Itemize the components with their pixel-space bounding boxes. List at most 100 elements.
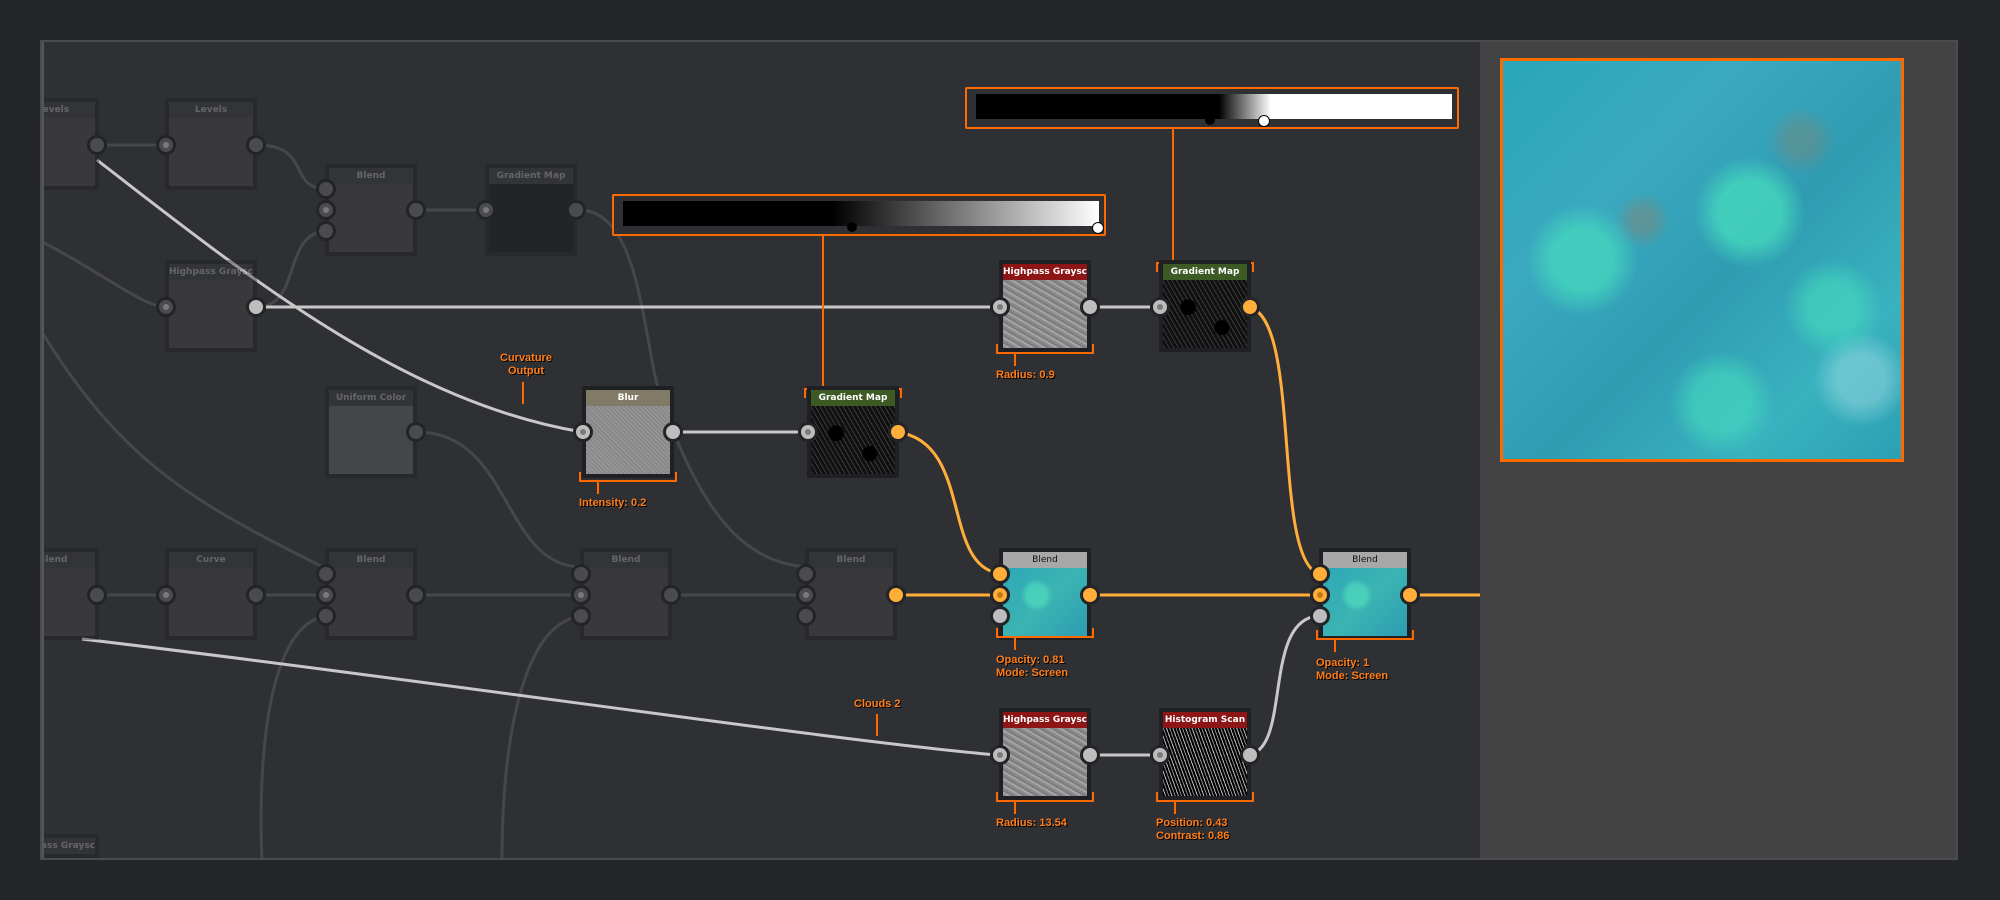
gradient-editor[interactable] [612,194,1106,236]
gradient-bar[interactable] [976,94,1452,119]
wire [259,614,328,858]
input-port[interactable] [796,585,816,605]
input-port[interactable] [990,297,1010,317]
output-port[interactable] [87,135,107,155]
wire [42,331,328,571]
node-gradient-map[interactable]: Gradient Map [807,386,899,478]
node-thumbnail [329,568,413,636]
node-thumbnail [584,568,668,636]
input-port[interactable] [316,564,336,584]
input-port[interactable] [990,564,1010,584]
node-blend[interactable]: Blend [325,548,417,640]
gradient-bar[interactable] [623,201,1099,226]
node-thumbnail [1163,728,1247,796]
input-port[interactable] [796,606,816,626]
gradient-editor[interactable] [965,87,1459,129]
node-blend[interactable]: Blend [999,548,1091,640]
output-port[interactable] [661,585,681,605]
wire [256,143,328,191]
left-edge [42,42,44,858]
input-port[interactable] [571,585,591,605]
input-port[interactable] [1150,297,1170,317]
input-port[interactable] [571,564,591,584]
node-title: Gradient Map [489,168,573,184]
node-highpass-grayscale[interactable]: Highpass Grayscale [165,260,257,352]
input-port[interactable] [990,745,1010,765]
input-port[interactable] [990,585,1010,605]
input-port[interactable] [316,585,336,605]
output-port[interactable] [1080,745,1100,765]
wire [416,430,583,569]
wire [256,229,328,309]
annotation-clouds: Clouds 2 [854,698,901,710]
highpass-params: Radius: 0.9 [996,369,1055,381]
output-port[interactable] [1240,745,1260,765]
input-port[interactable] [990,606,1010,626]
output-port[interactable] [886,585,906,605]
node-highpass-grayscale[interactable]: Highpass Grayscale [999,708,1091,800]
output-port[interactable] [888,422,908,442]
material-preview-image[interactable] [1500,58,1904,462]
gradient-stop-white[interactable] [1258,115,1270,127]
input-port[interactable] [796,564,816,584]
output-port[interactable] [246,297,266,317]
node-blend[interactable]: Blend [42,548,99,640]
output-port[interactable] [406,585,426,605]
node-gradient-map[interactable]: Gradient Map [1159,260,1251,352]
node-gradient-map[interactable]: Gradient Map [485,164,577,256]
output-port[interactable] [87,585,107,605]
gradient-stop-white[interactable] [1092,222,1104,234]
param-line [1334,640,1336,652]
node-title: Levels [42,102,95,118]
output-port[interactable] [1240,297,1260,317]
node-highpass-grayscale[interactable]: Highpass Grayscale [42,834,99,858]
annotation-curvature-output: Curvature Output [500,352,552,377]
output-port[interactable] [246,135,266,155]
input-port[interactable] [573,422,593,442]
input-port[interactable] [316,221,336,241]
node-highpass-grayscale[interactable]: Highpass Grayscale [999,260,1091,352]
node-blend[interactable]: Blend [580,548,672,640]
output-port[interactable] [1400,585,1420,605]
input-port[interactable] [1310,564,1330,584]
input-port[interactable] [156,135,176,155]
node-title: Gradient Map [811,390,895,406]
node-thumbnail [42,118,95,186]
output-port[interactable] [1080,297,1100,317]
annotation-line [522,382,524,404]
output-port[interactable] [663,422,683,442]
node-blend[interactable]: Blend [805,548,897,640]
input-port[interactable] [1310,606,1330,626]
output-port[interactable] [406,422,426,442]
input-port[interactable] [316,179,336,199]
input-port[interactable] [316,606,336,626]
node-blur[interactable]: Blur [582,386,674,478]
node-blend[interactable]: Blend [325,164,417,256]
output-port[interactable] [246,585,266,605]
input-port[interactable] [316,200,336,220]
input-port[interactable] [476,200,496,220]
input-port[interactable] [1310,585,1330,605]
gradient-stop-black[interactable] [847,222,857,232]
node-graph-canvas[interactable]: Levels Levels Blend Gradient Map Highpas… [42,42,1482,858]
output-port[interactable] [566,200,586,220]
node-levels[interactable]: Levels [165,98,257,190]
annotation-line [876,714,878,736]
node-blend[interactable]: Blend [1319,548,1411,640]
node-title: Blend [1003,552,1087,568]
input-port[interactable] [571,606,591,626]
input-port[interactable] [156,585,176,605]
output-port[interactable] [406,200,426,220]
param-bracket [996,628,1094,638]
node-curve[interactable]: Curve [165,548,257,640]
node-uniform-color[interactable]: Uniform Color [325,386,417,478]
output-port[interactable] [1080,585,1100,605]
node-histogram-scan[interactable]: Histogram Scan [1159,708,1251,800]
input-port[interactable] [156,297,176,317]
param-line [1174,802,1176,814]
input-port[interactable] [1150,745,1170,765]
gradient-stop-black[interactable] [1205,115,1215,125]
input-port[interactable] [798,422,818,442]
param-bracket [1316,630,1414,640]
node-title: Highpass Grayscale [1003,712,1087,728]
